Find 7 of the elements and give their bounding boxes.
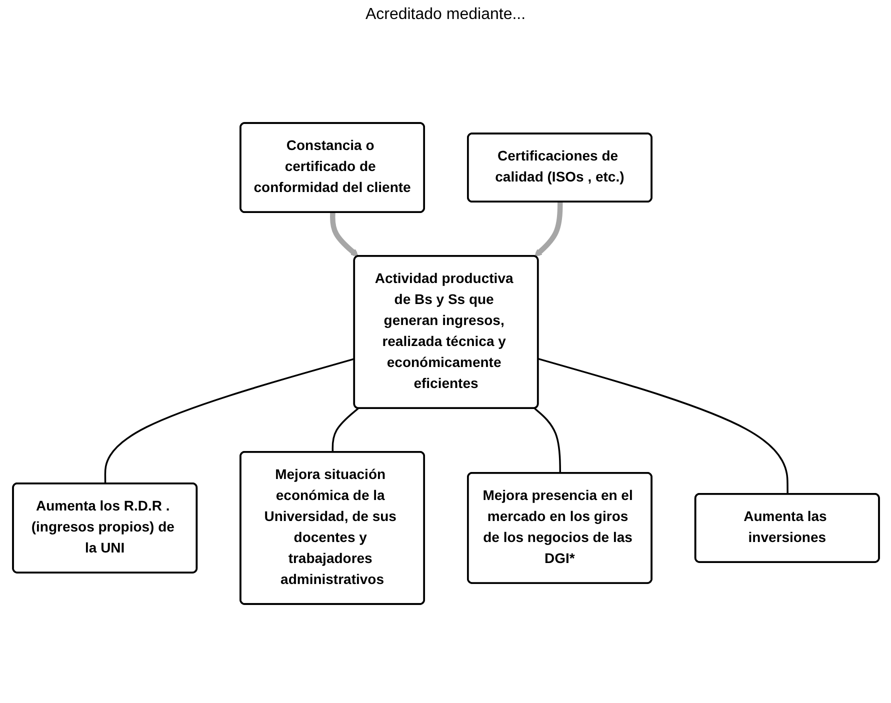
note-text: Acreditado mediante... <box>365 6 526 24</box>
connector <box>331 408 358 452</box>
connector <box>538 358 788 494</box>
connector <box>534 408 561 474</box>
arrow <box>330 212 358 257</box>
connector <box>104 358 354 484</box>
arrow <box>534 202 562 257</box>
